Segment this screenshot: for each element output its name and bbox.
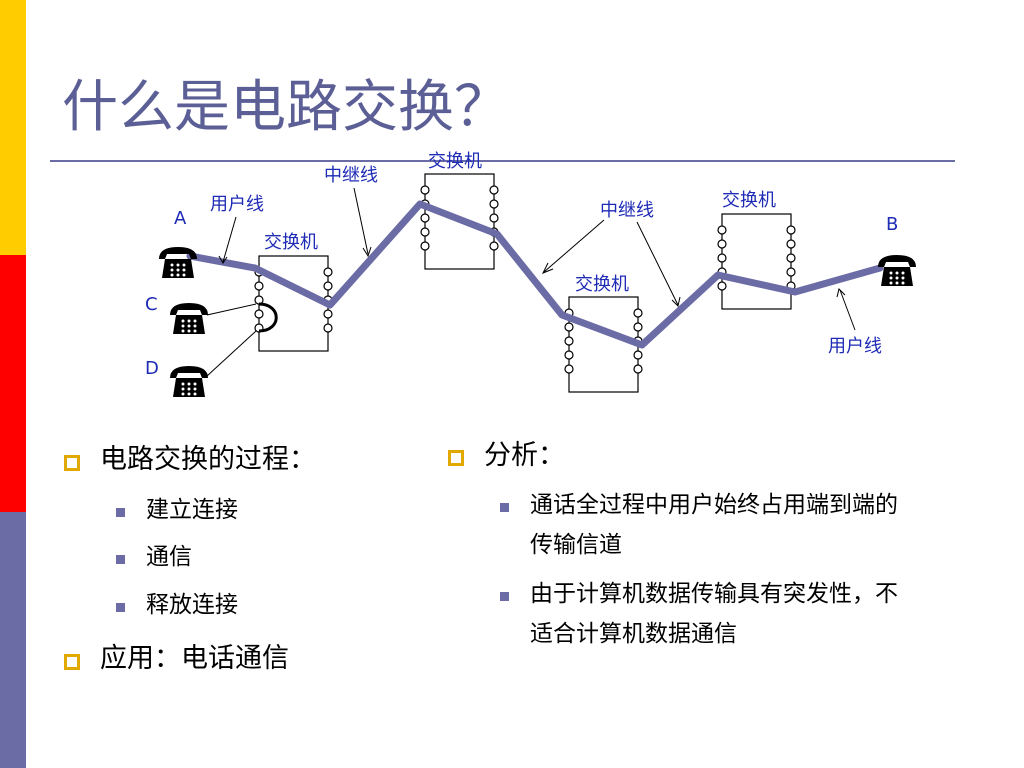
switch-port xyxy=(564,364,574,374)
switch-port xyxy=(323,323,333,333)
trunk-label-2: 中继线 xyxy=(600,200,654,221)
switch-port xyxy=(564,336,574,346)
switch-label-4: 交换机 xyxy=(722,190,776,211)
left-heading: 电路交换的过程： xyxy=(100,444,316,475)
right-item-1-line-2: 传输信道 xyxy=(530,532,622,558)
switch-label-3: 交换机 xyxy=(575,274,629,295)
left-accent-bar-yellow xyxy=(0,0,26,255)
right-item-1-line-1: 通话全过程中用户始终占用端到端的 xyxy=(530,492,898,518)
telephone-a xyxy=(159,247,197,278)
switch-port xyxy=(786,253,796,263)
left-item-2: 通信 xyxy=(146,544,192,570)
switch-4 xyxy=(721,213,792,310)
trunk-label-1: 中继线 xyxy=(324,165,378,186)
user-line-d xyxy=(206,330,257,377)
local-loop-c xyxy=(258,302,278,333)
left-accent-bar-purple xyxy=(0,512,26,768)
bullet-icon xyxy=(64,654,80,670)
switch-3 xyxy=(568,296,639,393)
bullet-icon xyxy=(500,592,509,601)
switch-port xyxy=(254,281,264,291)
bullet-icon xyxy=(448,450,464,466)
switch-port xyxy=(489,199,499,209)
bullet-icon xyxy=(500,503,509,512)
bullet-icon xyxy=(116,555,125,564)
switch-port xyxy=(489,241,499,251)
left-accent-bar-red xyxy=(0,255,26,512)
switch-label-1: 交换机 xyxy=(264,232,318,253)
switch-port xyxy=(633,350,643,360)
user-line-label-1: 用户线 xyxy=(210,194,264,215)
switch-port xyxy=(323,309,333,319)
switch-port xyxy=(489,185,499,195)
node-label-a: A xyxy=(174,208,187,229)
switch-port xyxy=(633,308,643,318)
user-line-label-2: 用户线 xyxy=(828,336,882,357)
left-item-3: 释放连接 xyxy=(146,592,238,618)
switch-port xyxy=(420,185,430,195)
switch-port xyxy=(254,309,264,319)
switch-port xyxy=(564,322,574,332)
switch-port xyxy=(489,213,499,223)
switch-port xyxy=(323,281,333,291)
slide-title: 什么是电路交换？ xyxy=(62,75,510,140)
bullet-icon xyxy=(116,508,125,517)
switch-port xyxy=(323,267,333,277)
switch-port xyxy=(717,281,727,291)
switch-port xyxy=(717,239,727,249)
switch-port xyxy=(420,241,430,251)
bullet-icon xyxy=(64,455,80,471)
switch-port xyxy=(717,253,727,263)
right-item-2-line-1: 由于计算机数据传输具有突发性，不 xyxy=(530,581,898,607)
right-heading: 分析： xyxy=(484,440,565,471)
switch-port xyxy=(420,213,430,223)
switch-port xyxy=(420,227,430,237)
switch-port xyxy=(564,350,574,360)
node-label-d: D xyxy=(145,358,159,379)
circuit-switching-diagram xyxy=(159,173,916,397)
left-heading-2: 应用：电话通信 xyxy=(100,643,289,674)
left-item-1: 建立连接 xyxy=(146,497,238,523)
user-line-c xyxy=(206,303,257,316)
switch-port xyxy=(633,322,643,332)
title-underline xyxy=(50,160,955,162)
switch-port xyxy=(717,225,727,235)
switch-label-2: 交换机 xyxy=(428,151,482,172)
telephone-c xyxy=(170,303,208,334)
bullet-icon xyxy=(116,603,125,612)
switch-port xyxy=(633,364,643,374)
node-label-b: B xyxy=(886,214,899,235)
switch-port xyxy=(786,225,796,235)
circuit-path xyxy=(186,200,884,349)
switch-1 xyxy=(258,255,329,352)
telephone-d xyxy=(170,366,208,397)
switch-port xyxy=(786,239,796,249)
telephone-b xyxy=(878,255,916,286)
node-label-c: C xyxy=(145,294,158,315)
right-item-2-line-2: 适合计算机数据通信 xyxy=(530,621,737,647)
switch-port xyxy=(786,267,796,277)
